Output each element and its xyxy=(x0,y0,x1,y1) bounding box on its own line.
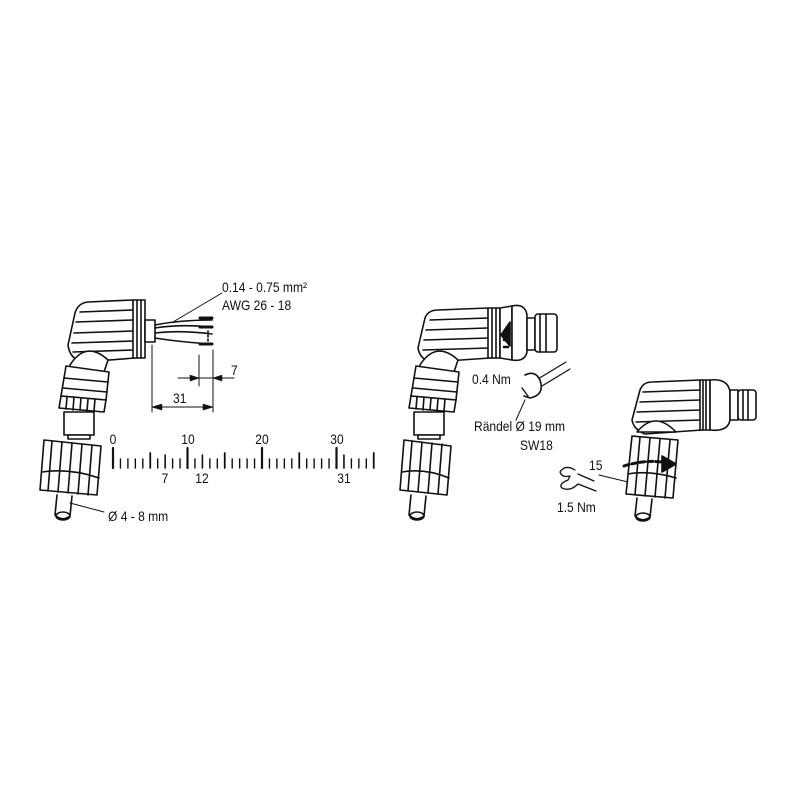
strip-length-ruler xyxy=(111,446,375,470)
wire-cross-section-label: 0.14 - 0.75 mm² xyxy=(222,279,307,295)
jacket-length-label: 31 xyxy=(173,390,187,406)
ruler-marker-label: 7 xyxy=(161,470,169,486)
ruler-major-label: 30 xyxy=(329,431,344,447)
knurl-wrench-size-label: SW18 xyxy=(520,437,553,453)
gland-wrench-size-label: 15 xyxy=(589,457,603,473)
wire-gauge-label: AWG 26 - 18 xyxy=(222,297,292,313)
ruler-major-label: 10 xyxy=(180,431,195,447)
connector-3 xyxy=(559,378,757,522)
gland-torque-label: 1.5 Nm xyxy=(557,499,596,515)
ruler-marker-label: 12 xyxy=(195,470,210,486)
connector-1 xyxy=(39,292,235,521)
knurl-diameter-label: Rändel Ø 19 mm xyxy=(474,418,566,434)
ruler-marker-label: 31 xyxy=(337,470,351,486)
cable-diameter-label: Ø 4 - 8 mm xyxy=(108,508,169,524)
connector-2 xyxy=(399,304,571,521)
ruler-major-label: 20 xyxy=(255,431,269,447)
strip-length-label: 7 xyxy=(231,362,238,378)
knurl-torque-label: 0.4 Nm xyxy=(472,371,511,387)
ruler-major-label: 0 xyxy=(109,431,117,447)
